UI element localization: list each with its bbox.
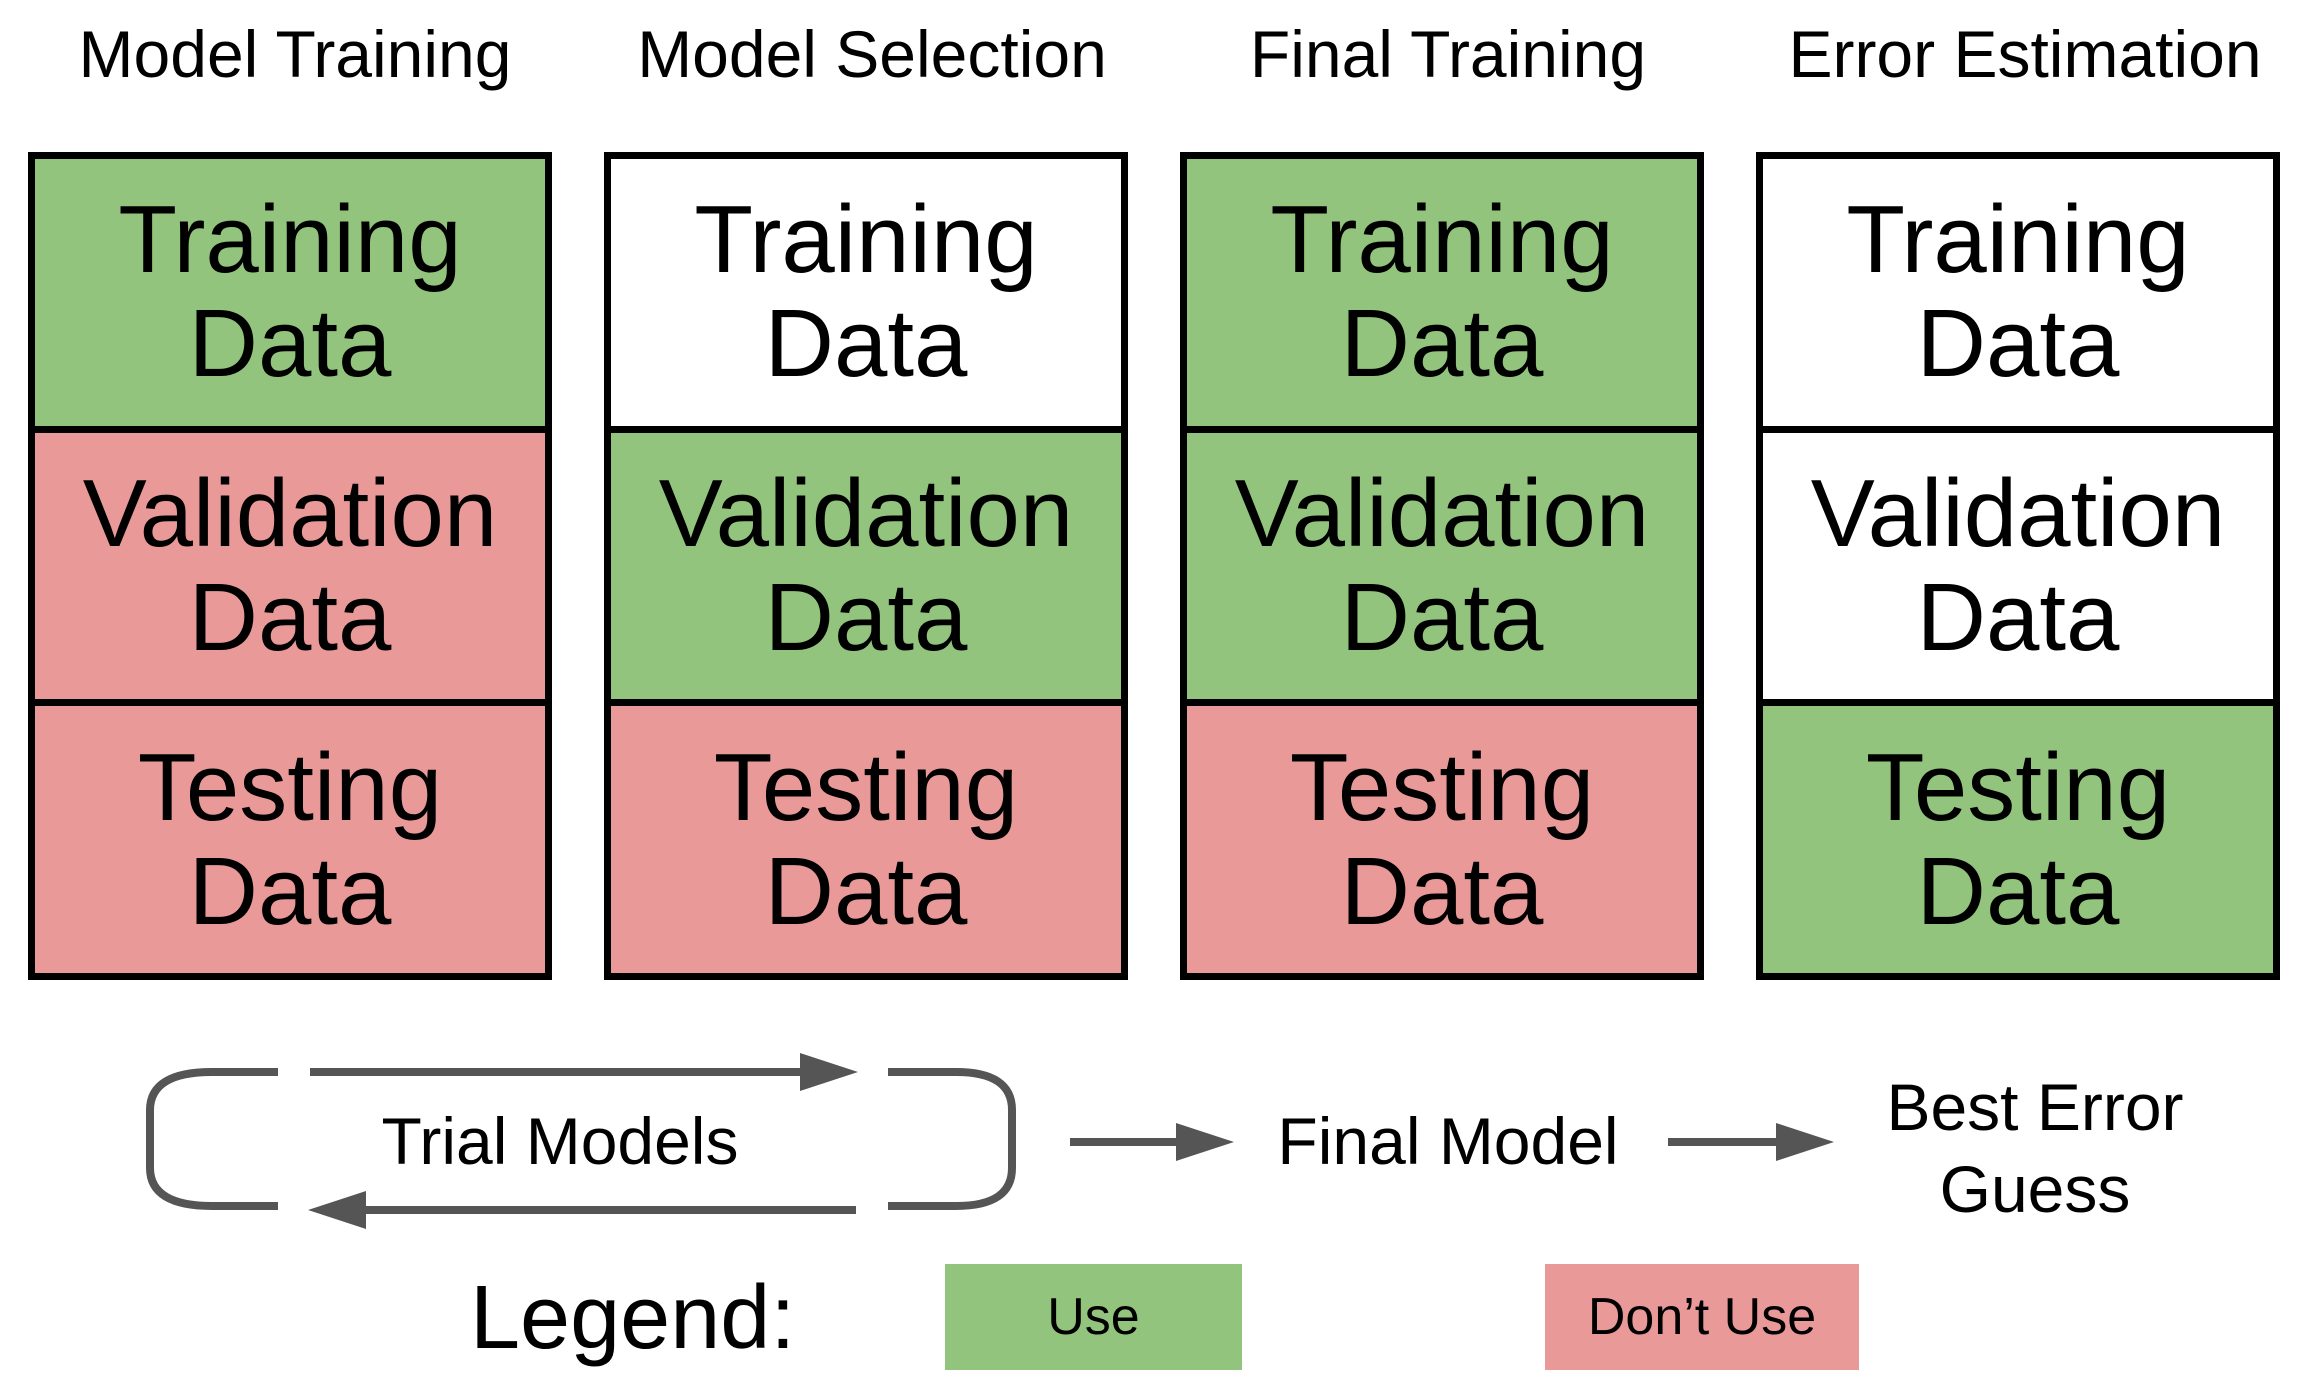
cell-label: Testing [1865,733,2171,841]
stack-final-training: Training Data Validation Data Testing Da… [1180,152,1704,980]
cell-testing-data: Testing Data [1187,699,1697,974]
cell-label: Training [694,186,1038,294]
cell-label: Testing [713,733,1019,841]
cell-label: Data [764,564,968,671]
arrow-to-best-error-head [1776,1123,1834,1161]
column-title-final-training: Final Training [1249,17,1647,91]
cell-label: Training [1846,186,2190,294]
best-error-guess-label: Best Error Guess [1835,1066,2235,1230]
stack-error-estimation: Training Data Validation Data Testing Da… [1756,152,2280,980]
cell-label: Data [188,290,392,398]
legend-dont-use-swatch: Don’t Use [1545,1264,1859,1370]
legend-dont-use-label: Don’t Use [1587,1288,1817,1346]
final-model-label: Final Model [1277,1104,1619,1178]
cell-label: Data [1916,290,2120,398]
cell-validation-data: Validation Data [1187,425,1697,700]
column-title-error-estimation: Error Estimation [1788,17,2262,91]
cell-validation-data: Validation Data [35,425,545,700]
cell-label: Data [764,290,968,398]
legend-title: Legend: [470,1268,796,1368]
stack-model-training: Training Data Validation Data Testing Da… [28,152,552,980]
cell-label: Training [118,186,462,294]
cell-label: Testing [1289,733,1595,841]
cell-label: Data [188,564,392,671]
cell-label: Data [764,837,968,945]
cell-label: Data [1916,837,2120,945]
cell-validation-data: Validation Data [1763,425,2273,700]
cell-testing-data: Testing Data [1763,699,2273,974]
arrow-to-final-model-head [1176,1123,1234,1161]
cell-label: Training [1270,186,1614,294]
cell-label: Data [1340,564,1544,671]
stack-model-selection: Training Data Validation Data Testing Da… [604,152,1128,980]
loop-left-bracket [146,1068,278,1210]
cell-training-data: Training Data [1187,159,1697,426]
best-error-line: Best Error [1886,1070,2184,1144]
cell-testing-data: Testing Data [611,699,1121,974]
cell-label: Data [188,837,392,945]
cell-label: Testing [137,733,443,841]
legend-use-label: Use [1047,1288,1140,1346]
cell-validation-data: Validation Data [611,425,1121,700]
guess-line: Guess [1939,1152,2131,1226]
loop-right-bracket [888,1068,1016,1210]
cell-label: Validation [1234,460,1650,567]
loop-arrow-left-head [308,1191,366,1229]
cell-testing-data: Testing Data [35,699,545,974]
column-title-model-training: Model Training [78,17,512,91]
cell-label: Data [1340,290,1544,398]
trial-models-label: Trial Models [381,1104,739,1178]
cell-training-data: Training Data [611,159,1121,426]
legend-use-swatch: Use [945,1264,1242,1370]
cell-label: Validation [82,460,498,567]
cell-label: Validation [1810,460,2226,567]
loop-arrow-right-head [800,1053,858,1091]
cell-training-data: Training Data [35,159,545,426]
cell-training-data: Training Data [1763,159,2273,426]
cell-label: Validation [658,460,1074,567]
cell-label: Data [1340,837,1544,945]
column-title-model-selection: Model Selection [637,17,1107,91]
cell-label: Data [1916,564,2120,671]
